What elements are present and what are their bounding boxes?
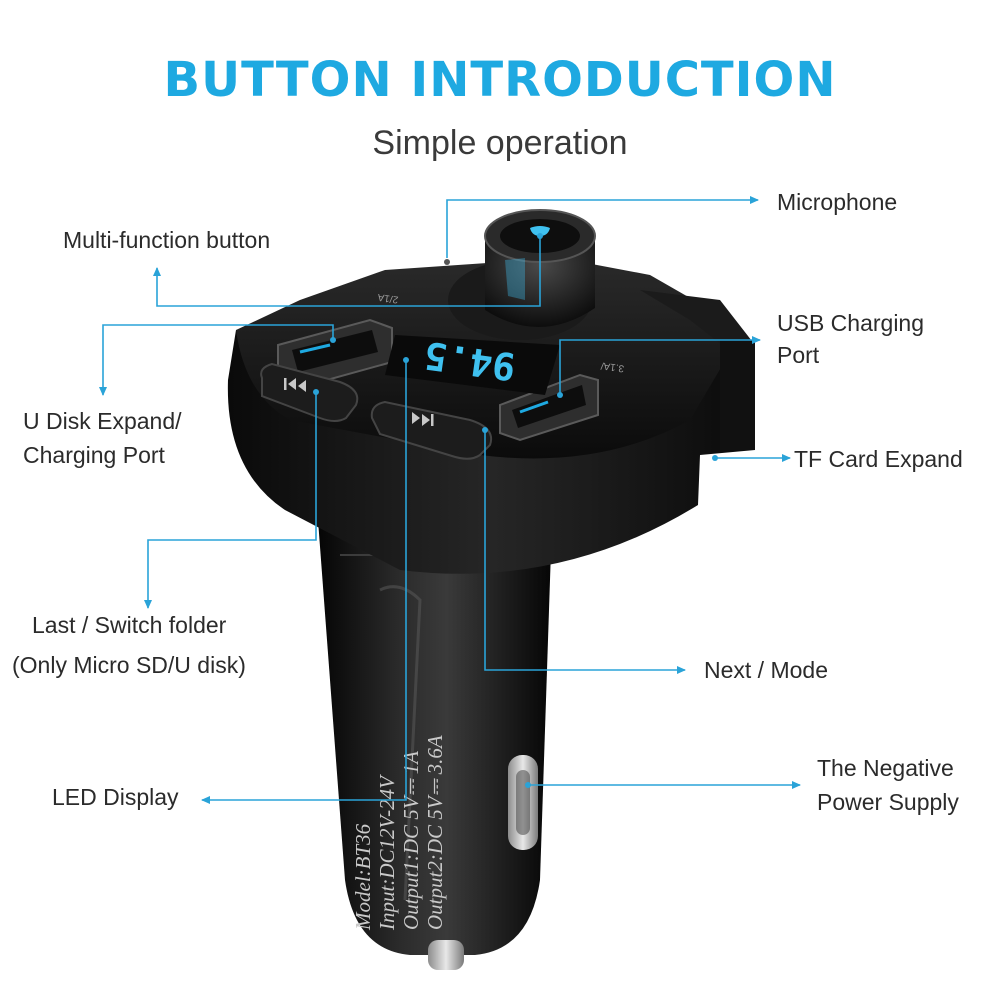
label-microphone: Microphone — [777, 189, 898, 215]
anchor-last — [313, 389, 319, 395]
anchor-multi-function — [537, 233, 543, 239]
leader-next-mode — [484, 430, 686, 674]
anchor-usb — [557, 392, 563, 398]
spec-line-1: Model:BT36 — [351, 823, 375, 931]
port-right-label: 3.1A/ — [600, 359, 625, 373]
leader-microphone — [446, 196, 759, 258]
positive-tip — [428, 940, 464, 970]
microphone-hole — [444, 259, 450, 265]
multi-function-knob[interactable] — [448, 209, 596, 340]
label-negative-supply-2: Power Supply — [817, 789, 959, 815]
negative-contact — [508, 755, 538, 850]
usb-port-right — [499, 373, 599, 442]
label-tf-card-expand: TF Card Expand — [794, 446, 963, 472]
anchor-next — [482, 427, 488, 433]
leader-u-disk — [99, 324, 334, 396]
spec-line-2: Input:DC12V-24V — [375, 774, 399, 931]
page-title: BUTTON INTRODUCTION — [163, 52, 837, 108]
label-u-disk-2: Charging Port — [23, 442, 165, 468]
page-subtitle: Simple operation — [372, 124, 628, 162]
port-left-label: 2/1A — [377, 291, 399, 305]
label-negative-supply-1: The Negative — [817, 755, 954, 781]
label-led-display: LED Display — [52, 784, 179, 810]
anchor-negative — [525, 782, 531, 788]
next-button[interactable] — [370, 400, 492, 460]
leader-usb-charging — [559, 336, 761, 395]
spec-line-3: Output1:DC 5V⎓ 1A — [399, 751, 423, 930]
label-usb-charging-port-2: Port — [777, 342, 820, 368]
label-multi-function-button: Multi-function button — [63, 227, 271, 253]
anchor-led — [403, 357, 409, 363]
prev-button[interactable] — [260, 362, 359, 422]
leader-led-display — [201, 360, 407, 804]
label-next-mode: Next / Mode — [704, 657, 828, 683]
prev-track-icon — [284, 378, 306, 392]
spec-line-4: Output2:DC 5V⎓ 3.6A — [423, 735, 447, 930]
leader-multi-function — [153, 236, 541, 307]
leader-last-folder — [144, 392, 317, 609]
anchor-tf — [712, 455, 718, 461]
label-only-micro-sd: (Only Micro SD/U disk) — [12, 652, 246, 678]
anchor-u-disk — [330, 337, 336, 343]
label-usb-charging-port-1: USB Charging — [777, 310, 925, 336]
label-last-switch-folder: Last / Switch folder — [32, 612, 227, 638]
label-u-disk-1: U Disk Expand/ — [23, 408, 182, 434]
next-track-icon — [412, 412, 434, 426]
led-display: 94.5 — [385, 333, 560, 395]
